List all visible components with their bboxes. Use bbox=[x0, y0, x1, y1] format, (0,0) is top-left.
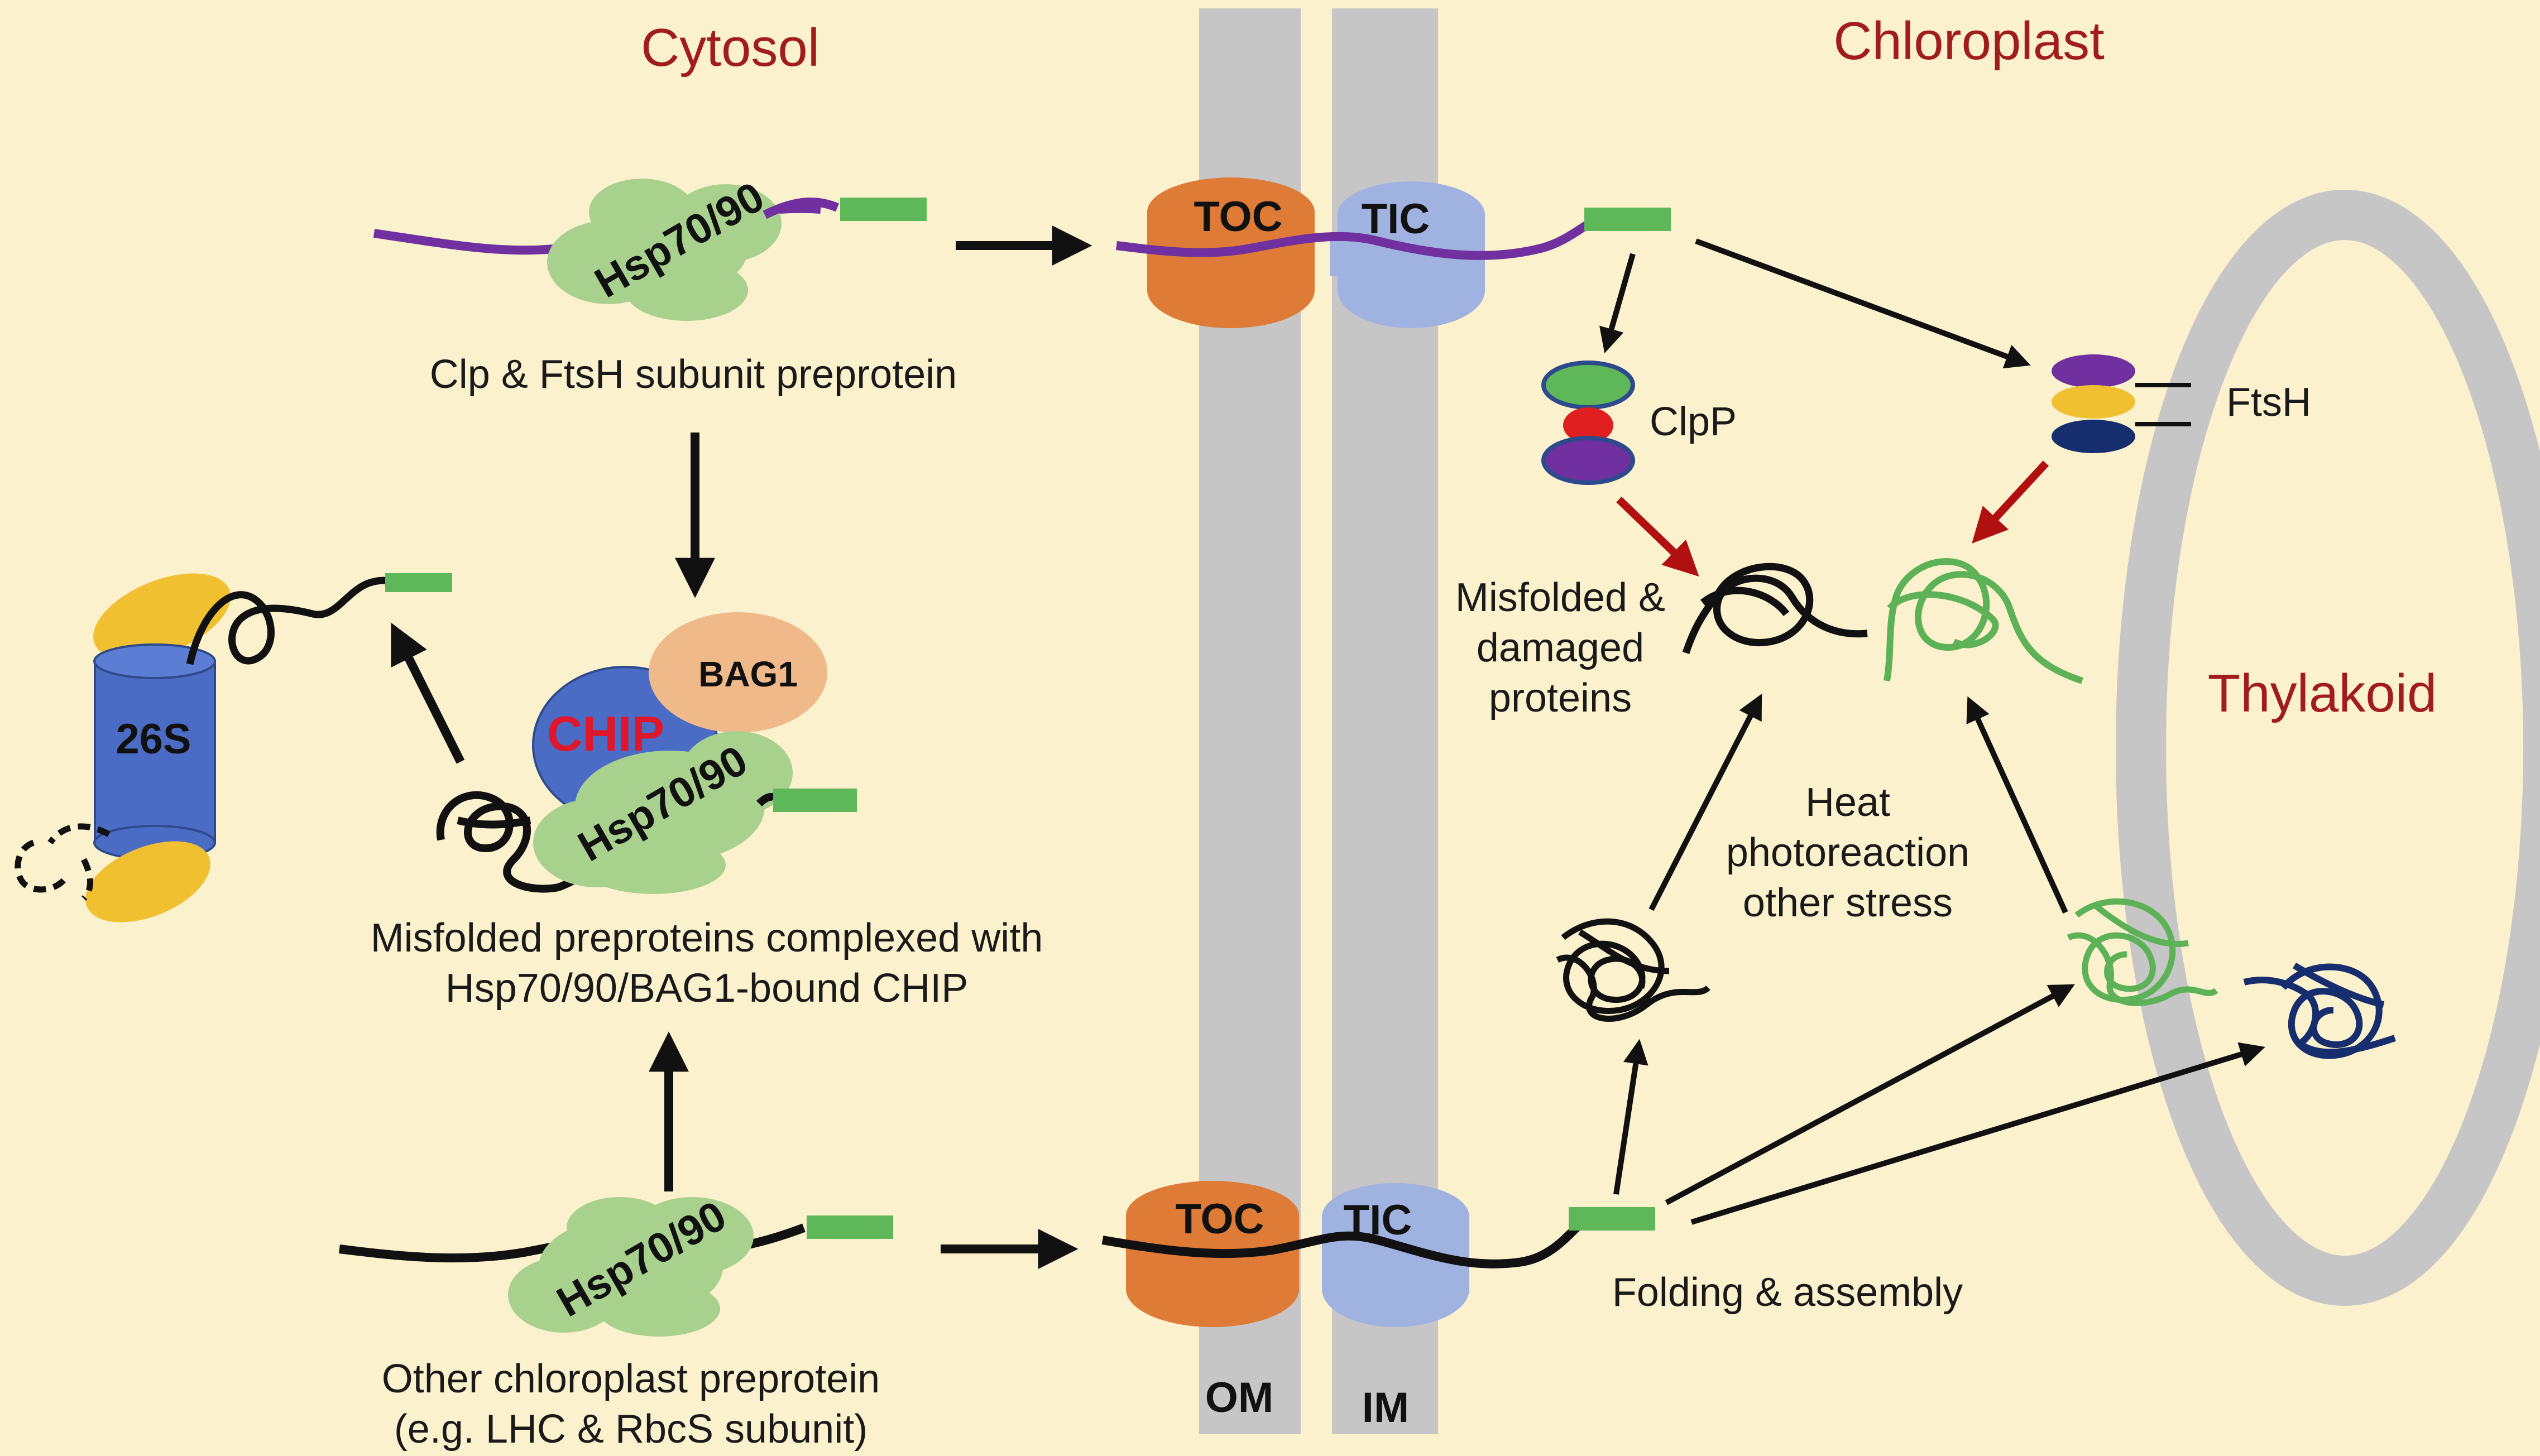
transit-peptide-chip bbox=[773, 789, 857, 812]
chip-complex: BAG1 CHIP Hsp70/90 bbox=[436, 612, 857, 894]
svg-text:TOC: TOC bbox=[1194, 193, 1282, 241]
stress-caption-3: other stress bbox=[1743, 881, 1953, 925]
stress-caption-2: photoreaction bbox=[1726, 830, 1969, 875]
stress-arrow-green bbox=[1966, 696, 2068, 914]
ftsh-protease bbox=[2052, 354, 2191, 453]
chip-label: CHIP bbox=[547, 706, 664, 761]
outer-membrane-label: OM bbox=[1205, 1374, 1273, 1421]
transit-peptide bbox=[840, 198, 927, 221]
ftsh-label: FtsH bbox=[2226, 380, 2311, 425]
hsp70-90-chaperone-top: Hsp70/90 bbox=[547, 173, 782, 321]
clp-preprotein-caption: Clp & FtsH subunit preprotein bbox=[430, 352, 957, 397]
transit-peptide-26s bbox=[385, 573, 452, 592]
folded-protein-navy bbox=[2243, 962, 2396, 1059]
proteasome-26s: 26S bbox=[85, 573, 231, 922]
other-preprotein-caption-1: Other chloroplast preprotein bbox=[382, 1357, 880, 1401]
damaged-caption-3: proteins bbox=[1489, 676, 1632, 720]
thylakoid-label: Thylakoid bbox=[2208, 664, 2437, 723]
inner-membrane-label: IM bbox=[1362, 1384, 1409, 1431]
stress-caption-1: Heat bbox=[1805, 780, 1890, 825]
damaged-protein-black bbox=[1682, 563, 1868, 655]
misfolded-caption-2: Hsp70/90/BAG1-bound CHIP bbox=[445, 966, 969, 1011]
other-preprotein: Hsp70/90 bbox=[339, 1192, 893, 1337]
transit-peptide-top-import bbox=[1584, 208, 1671, 231]
other-preprotein-caption-2: (e.g. LHC & RbcS subunit) bbox=[394, 1407, 868, 1452]
folding-caption: Folding & assembly bbox=[1612, 1270, 1963, 1315]
svg-text:26S: 26S bbox=[116, 715, 191, 763]
damaged-caption-2: damaged bbox=[1477, 626, 1644, 670]
degraded-fragments bbox=[15, 823, 111, 901]
hsp70-90-chaperone-bottom: Hsp70/90 bbox=[508, 1192, 754, 1337]
damaged-protein-green bbox=[1884, 558, 2083, 684]
degradation-arrow-clpp bbox=[1616, 496, 1699, 577]
clpp-label: ClpP bbox=[1650, 400, 1737, 444]
folded-protein-green bbox=[2067, 898, 2218, 1006]
transit-peptide-bottom bbox=[807, 1215, 893, 1239]
fold-arrow-green bbox=[1665, 984, 2075, 1205]
degradation-arrow-ftsh bbox=[1972, 460, 2049, 544]
imported-chain-top bbox=[1116, 217, 1597, 260]
arrow-to-26s bbox=[391, 622, 465, 764]
chloroplast-label: Chloroplast bbox=[1833, 11, 2105, 71]
folded-protein-black bbox=[1556, 918, 1710, 1022]
bag1-label: BAG1 bbox=[698, 654, 798, 694]
substrate-chain-into-26s bbox=[186, 576, 392, 665]
fold-arrow-navy bbox=[1690, 1042, 2265, 1225]
misfolded-caption-1: Misfolded preproteins complexed with bbox=[371, 916, 1043, 960]
svg-text:TIC: TIC bbox=[1362, 195, 1430, 243]
arrow-to-ftsh bbox=[1695, 238, 2031, 369]
clpp-protease bbox=[1541, 361, 1635, 485]
damaged-caption-1: Misfolded & bbox=[1455, 575, 1665, 620]
thylakoid-membrane bbox=[2116, 190, 2540, 1306]
svg-text:TOC: TOC bbox=[1175, 1195, 1264, 1243]
imported-chain-bottom bbox=[1101, 1218, 1586, 1268]
arrow-to-clpp bbox=[1599, 253, 1636, 353]
cytosol-label: Cytosol bbox=[641, 18, 819, 78]
hsp70-90-chaperone-chip: Hsp70/90 bbox=[533, 731, 793, 894]
fold-arrow-black bbox=[1613, 1039, 1648, 1195]
transit-peptide-bottom-import bbox=[1569, 1207, 1655, 1231]
stress-arrow-black bbox=[1648, 693, 1762, 911]
clp-preprotein: Hsp70/90 bbox=[373, 173, 927, 321]
